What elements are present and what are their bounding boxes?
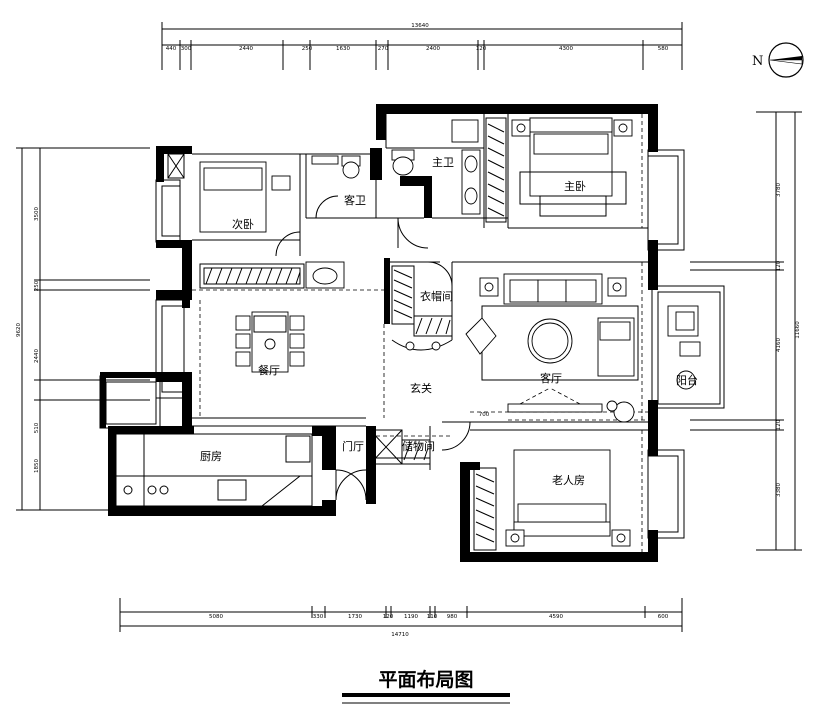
dim-bottom-4: 1190 [404, 614, 418, 620]
label-second-bedroom: 次卧 [232, 217, 254, 231]
right-dimensions: 3780 120 11660 4160 120 3380 [690, 111, 802, 551]
label-balcony: 阳台 [676, 373, 698, 387]
dining-set [235, 311, 305, 373]
dim-left-5: 1850 [34, 459, 40, 473]
guest-bath-fixtures [305, 155, 377, 289]
dim-top-total: 13640 [411, 23, 429, 29]
dim-top-5: 270 [378, 46, 389, 52]
balcony-outline [657, 291, 721, 405]
master-bath-fixtures [391, 119, 481, 215]
living-room-furniture [465, 273, 639, 423]
dim-bottom-3: 120 [383, 614, 394, 620]
dim-bottom-7: 4590 [549, 614, 563, 620]
label-guest-bath: 客卫 [344, 193, 366, 207]
elder-room-bed [473, 449, 631, 551]
entry-storage [369, 429, 431, 465]
dim-left-0: 3500 [34, 207, 40, 221]
dim-right-3: 4160 [776, 338, 782, 352]
dim-top-1: 300 [181, 46, 192, 52]
dim-bottom-total: 14710 [391, 632, 409, 638]
dim-right-5: 3380 [776, 483, 782, 497]
dim-bottom-8: 600 [658, 614, 669, 620]
top-dimensions: 13640 440 300 2440 250 1630 270 2400 120… [161, 22, 683, 70]
dim-right-4: 120 [776, 419, 782, 430]
bay-windows [99, 149, 725, 539]
dim-right-2: 11660 [795, 321, 801, 339]
label-entry-hall: 门厅 [342, 439, 364, 453]
dashed-lines [192, 114, 648, 552]
dim-bottom-0: 5080 [209, 614, 223, 620]
dim-left-1: 250 [34, 280, 40, 291]
master-bed [485, 117, 633, 223]
left-dimensions: 3500 250 9620 2440 510 1850 [16, 147, 150, 511]
dim-bottom-2: 1730 [348, 614, 362, 620]
dim-top-3: 250 [302, 46, 313, 52]
label-cloakroom: 衣帽间 [420, 289, 453, 303]
doors [275, 195, 471, 501]
north-arrow: N [752, 42, 804, 78]
label-storage: 储物间 [402, 439, 435, 453]
label-kitchen: 厨房 [200, 450, 222, 463]
dim-right-1: 120 [776, 260, 782, 271]
dim-misc-0: 4000 [328, 451, 334, 465]
label-elder-room: 老人房 [552, 474, 585, 487]
dim-bottom-5: 110 [427, 614, 438, 620]
dim-top-2: 2440 [239, 46, 253, 52]
balcony-furniture [667, 305, 701, 390]
walls [100, 104, 658, 562]
plan-title: 平面布局图 [378, 668, 473, 691]
dim-top-0: 440 [166, 46, 177, 52]
dim-right-0: 3780 [776, 183, 782, 197]
partitions [192, 114, 648, 470]
bottom-dimensions: 5080 330 1730 120 1190 110 980 4590 600 … [119, 598, 683, 638]
second-bedroom-bed [167, 153, 305, 289]
dim-top-4: 1630 [336, 46, 350, 52]
dim-top-7: 120 [476, 46, 487, 52]
label-master-bedroom: 主卧 [564, 180, 586, 193]
kitchen-counters [115, 433, 313, 507]
cloakroom-shelves [391, 265, 453, 351]
dim-left-2: 9620 [16, 323, 22, 337]
north-label: N [752, 54, 763, 69]
dim-misc-1: 700 [479, 412, 490, 418]
label-dining-room: 餐厅 [258, 363, 280, 377]
dim-left-3: 2440 [34, 349, 40, 363]
title-block: 平面布局图 [342, 668, 510, 704]
dim-top-9: 580 [658, 46, 669, 52]
room-labels: 次卧 客卫 主卫 主卧 衣帽间 客厅 餐厅 玄关 厨房 门厅 储物间 老人房 阳… [200, 156, 698, 487]
dim-bottom-1: 330 [313, 614, 324, 620]
label-living-room: 客厅 [540, 371, 562, 385]
dim-top-8: 4300 [559, 46, 573, 52]
dim-top-6: 2400 [426, 46, 440, 52]
label-foyer: 玄关 [410, 381, 432, 395]
label-master-bath: 主卫 [432, 156, 454, 169]
dim-bottom-6: 980 [447, 614, 458, 620]
dim-left-4: 510 [34, 422, 40, 433]
